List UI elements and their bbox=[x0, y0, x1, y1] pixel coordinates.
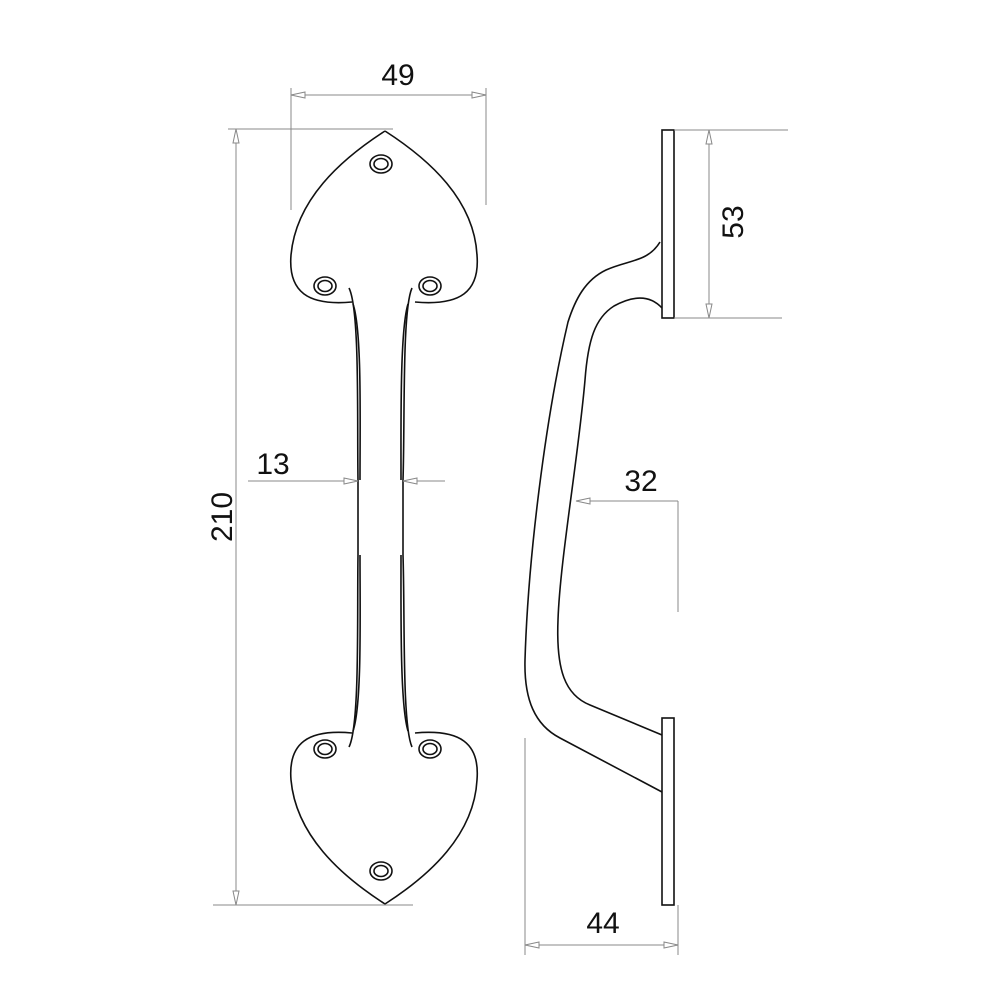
bar-outer-edge bbox=[524, 241, 663, 793]
front-view bbox=[289, 130, 479, 905]
front-top-plate bbox=[289, 130, 479, 481]
dim-label-grip-width: 13 bbox=[256, 448, 289, 481]
front-bottom-plate bbox=[289, 554, 479, 905]
dim-label-clearance: 32 bbox=[624, 465, 657, 498]
side-view bbox=[524, 129, 675, 906]
dimension-210: 210 bbox=[206, 128, 413, 906]
dim-label-side-height: 53 bbox=[717, 205, 750, 238]
dimension-49: 49 bbox=[290, 59, 487, 210]
dimension-53: 53 bbox=[674, 129, 788, 319]
dimension-32: 32 bbox=[575, 465, 679, 612]
dim-label-plate-width: 49 bbox=[381, 59, 414, 92]
bar-inner-edge bbox=[556, 297, 663, 736]
grip-edges bbox=[357, 480, 404, 555]
dimension-13: 13 bbox=[248, 448, 445, 485]
bottom-backplate bbox=[661, 717, 675, 906]
dim-label-overall-length: 210 bbox=[206, 492, 239, 542]
top-backplate bbox=[661, 129, 675, 319]
dim-label-projection: 44 bbox=[586, 907, 619, 940]
dimension-44: 44 bbox=[524, 738, 679, 955]
